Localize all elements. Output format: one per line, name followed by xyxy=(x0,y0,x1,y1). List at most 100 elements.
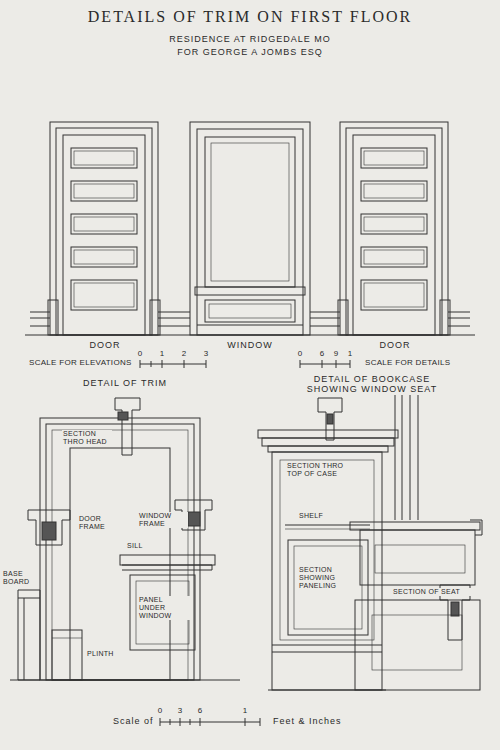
drawing-stroke xyxy=(205,137,295,287)
scale-label: SCALE FOR ELEVATIONS xyxy=(28,358,133,367)
drawing-stroke xyxy=(355,600,480,690)
scale-number: 6 xyxy=(319,349,326,358)
drawing-stroke xyxy=(150,300,160,335)
callout-label: DOOR FRAME xyxy=(78,515,120,531)
drawing-stroke xyxy=(300,360,350,368)
drawing-stroke xyxy=(197,129,303,335)
drawing-stroke xyxy=(74,283,134,307)
drawing-stroke xyxy=(140,360,206,368)
drawing-stroke xyxy=(46,424,194,680)
drawing-stroke xyxy=(361,148,427,168)
sheet-title: DETAILS OF TRIM ON FIRST FLOOR xyxy=(0,8,500,26)
drawing-stroke xyxy=(440,300,450,335)
scale-label: Feet & Inches xyxy=(272,716,343,726)
drawing-stroke xyxy=(364,151,424,165)
drawing-stroke xyxy=(48,300,58,335)
scale-number: 6 xyxy=(197,706,204,715)
scale-number: 2 xyxy=(181,349,188,358)
drawing-stroke xyxy=(122,565,212,570)
drawing-stroke xyxy=(294,546,362,629)
scale-label: SCALE FOR DETAILS xyxy=(364,358,451,367)
callout-label: SILL xyxy=(126,542,144,550)
drawing-stroke xyxy=(71,181,137,201)
drawing-stroke xyxy=(74,151,134,165)
detail-title: DETAIL OF BOOKCASE SHOWING WINDOW SEAT xyxy=(301,374,443,395)
drawing-stroke xyxy=(340,122,448,335)
drawing-stroke xyxy=(195,287,305,295)
drawing-stroke xyxy=(42,522,56,540)
drawing-stroke xyxy=(205,300,295,322)
drawing-stroke xyxy=(71,214,137,234)
drawing-stroke xyxy=(63,135,145,335)
scale-label: Scale of xyxy=(112,716,155,726)
drawing-stroke xyxy=(272,452,382,690)
drawing-stroke xyxy=(209,304,291,318)
drawing-stroke xyxy=(470,520,482,535)
drawing-stroke xyxy=(353,135,435,335)
drawing-stroke xyxy=(364,217,424,231)
callout-label: WINDOW FRAME xyxy=(138,512,188,528)
drawing-stroke xyxy=(52,638,82,639)
drawing-stroke xyxy=(30,312,470,326)
scale-number: 0 xyxy=(297,349,304,358)
drawing-stroke xyxy=(71,148,137,168)
drawing-stroke xyxy=(285,525,370,526)
drawing-stroke xyxy=(130,575,195,650)
drawing-stroke xyxy=(268,446,388,452)
callout-label: BASE BOARD xyxy=(2,570,38,586)
drawing-stroke xyxy=(364,250,424,264)
drawing-stroke xyxy=(285,529,370,530)
drawing-stroke xyxy=(361,214,427,234)
callout-label: SECTION THRO TOP OF CASE xyxy=(286,462,348,478)
drawing-stroke xyxy=(188,512,200,526)
drawing-stroke xyxy=(118,412,128,420)
scale-bars xyxy=(140,360,350,726)
scale-number: 1 xyxy=(242,706,249,715)
trim-detail xyxy=(10,398,240,680)
callout-label: SECTION SHOWING PANELING xyxy=(298,566,358,590)
drawing-stroke xyxy=(71,280,137,310)
view-name: WINDOW xyxy=(226,340,274,350)
drawing-stroke xyxy=(395,395,418,520)
drawing-stroke xyxy=(160,718,260,726)
callout-label: PANEL UNDER WINDOW xyxy=(138,596,190,620)
drawing-stroke xyxy=(136,581,189,644)
drawing-stroke xyxy=(361,247,427,267)
drawing-stroke xyxy=(346,128,442,335)
drawing-stroke xyxy=(372,615,462,670)
drawing-stroke xyxy=(327,414,333,424)
callout-label: SECTION THRO HEAD xyxy=(62,430,112,446)
subtitle: RESIDENCE AT RIDGEDALE MO xyxy=(168,34,332,44)
view-name: DOOR xyxy=(379,340,412,350)
drawing-stroke xyxy=(360,530,475,585)
drawing-stroke xyxy=(50,122,158,335)
drawing-stroke xyxy=(364,283,424,307)
scale-number: 1 xyxy=(159,349,166,358)
drawing-stroke xyxy=(40,418,200,680)
drawing-stroke xyxy=(197,325,303,326)
drawing-stroke xyxy=(18,590,40,680)
view-name: DOOR xyxy=(89,340,122,350)
scale-number: 3 xyxy=(177,706,184,715)
drawing-stroke xyxy=(120,555,215,565)
drawing-stroke xyxy=(74,250,134,264)
callout-label: PLINTH xyxy=(86,650,115,658)
scale-number: 3 xyxy=(203,349,210,358)
drawing-stroke xyxy=(258,430,398,438)
drawing-stroke xyxy=(74,217,134,231)
drawing-stroke xyxy=(115,398,140,455)
scale-number: 9 xyxy=(333,349,340,358)
scale-number: 0 xyxy=(137,349,144,358)
drawing-stroke xyxy=(190,122,310,335)
scale-number: 1 xyxy=(347,349,354,358)
callout-label: SECTION OF SEAT xyxy=(392,588,474,596)
drawing-stroke xyxy=(375,545,465,573)
drawing-stroke xyxy=(288,540,368,635)
drawing-stroke xyxy=(74,184,134,198)
drawing-stroke xyxy=(361,280,427,310)
drawing-stroke xyxy=(52,630,82,680)
drawing-stroke xyxy=(338,300,348,335)
drawing-stroke xyxy=(268,645,386,690)
drawing-stroke xyxy=(361,181,427,201)
drawing-stroke xyxy=(318,398,342,440)
